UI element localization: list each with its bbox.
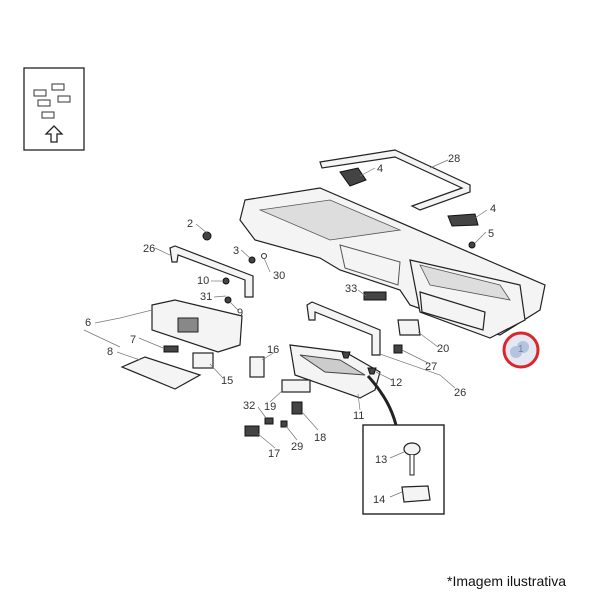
seat-layout-icon <box>33 83 71 119</box>
part-26-handle <box>306 301 381 356</box>
center-console-assembly <box>239 187 546 339</box>
part-4-bracket <box>447 213 479 227</box>
callout-29[interactable]: 29 <box>291 441 303 453</box>
part-18 <box>291 401 303 415</box>
callout-12[interactable]: 12 <box>390 377 402 389</box>
callout-4[interactable]: 4 <box>377 163 383 175</box>
part-14-clip-nut <box>401 485 431 503</box>
callout-labels: 28 4 4 2 5 26 3 30 10 31 9 33 6 7 8 16 2… <box>85 153 524 506</box>
part-33 <box>363 291 387 301</box>
part-29 <box>280 420 288 428</box>
part-10 <box>222 277 230 285</box>
callout-6[interactable]: 6 <box>85 317 91 329</box>
callout-32[interactable]: 32 <box>243 400 255 412</box>
callout-20[interactable]: 20 <box>437 343 449 355</box>
callout-26[interactable]: 26 <box>454 387 466 399</box>
part-13-screw <box>403 442 421 456</box>
callout-1[interactable]: 1 <box>518 344 524 355</box>
part-32 <box>264 417 274 425</box>
callout-10[interactable]: 10 <box>197 275 209 287</box>
part-20 <box>397 319 421 336</box>
callout-13[interactable]: 13 <box>375 454 387 466</box>
part-28-frame <box>319 149 471 211</box>
part-2-screw <box>202 231 212 241</box>
callout-18[interactable]: 18 <box>314 432 326 444</box>
callout-3[interactable]: 3 <box>233 245 239 257</box>
part-8-mat <box>120 356 202 390</box>
part-16 <box>249 356 265 378</box>
callout-5[interactable]: 5 <box>488 228 494 240</box>
callout-15[interactable]: 15 <box>221 375 233 387</box>
callout-17[interactable]: 17 <box>268 448 280 460</box>
fastener-detail-inset <box>362 424 445 515</box>
part-26-handle <box>169 245 254 298</box>
leader-lines <box>83 159 488 449</box>
part-19 <box>281 379 311 393</box>
callout-9[interactable]: 9 <box>237 307 243 319</box>
callout-28[interactable]: 28 <box>448 153 460 165</box>
callout-26[interactable]: 26 <box>143 243 155 255</box>
part-27 <box>393 344 403 354</box>
callout-11[interactable]: 11 <box>353 410 364 422</box>
callout-16[interactable]: 16 <box>267 344 279 356</box>
part-12-clip <box>341 351 377 375</box>
callout-27[interactable]: 27 <box>425 361 437 373</box>
callout-19[interactable]: 19 <box>264 401 276 413</box>
callout-8[interactable]: 8 <box>107 346 113 358</box>
part-5 <box>468 241 476 249</box>
part-30-clip <box>261 253 267 259</box>
part-3-screw <box>248 256 256 264</box>
callout-2[interactable]: 2 <box>187 218 193 230</box>
callout-4[interactable]: 4 <box>490 203 496 215</box>
callout-30[interactable]: 30 <box>273 270 285 282</box>
up-arrow-icon <box>44 125 64 143</box>
callout-14[interactable]: 14 <box>373 494 385 506</box>
vehicle-locator-thumbnail[interactable] <box>23 67 85 151</box>
part-7 <box>163 345 179 353</box>
illustrative-image-note: *Imagem ilustrativa <box>447 573 567 589</box>
part-17 <box>244 425 260 437</box>
highlight-dot <box>517 341 529 353</box>
part-4-bracket <box>339 167 367 187</box>
part-15 <box>192 352 214 369</box>
part-9 <box>224 296 232 304</box>
callout-7[interactable]: 7 <box>130 334 136 346</box>
callout-33[interactable]: 33 <box>345 283 357 295</box>
callout-31[interactable]: 31 <box>200 291 212 303</box>
